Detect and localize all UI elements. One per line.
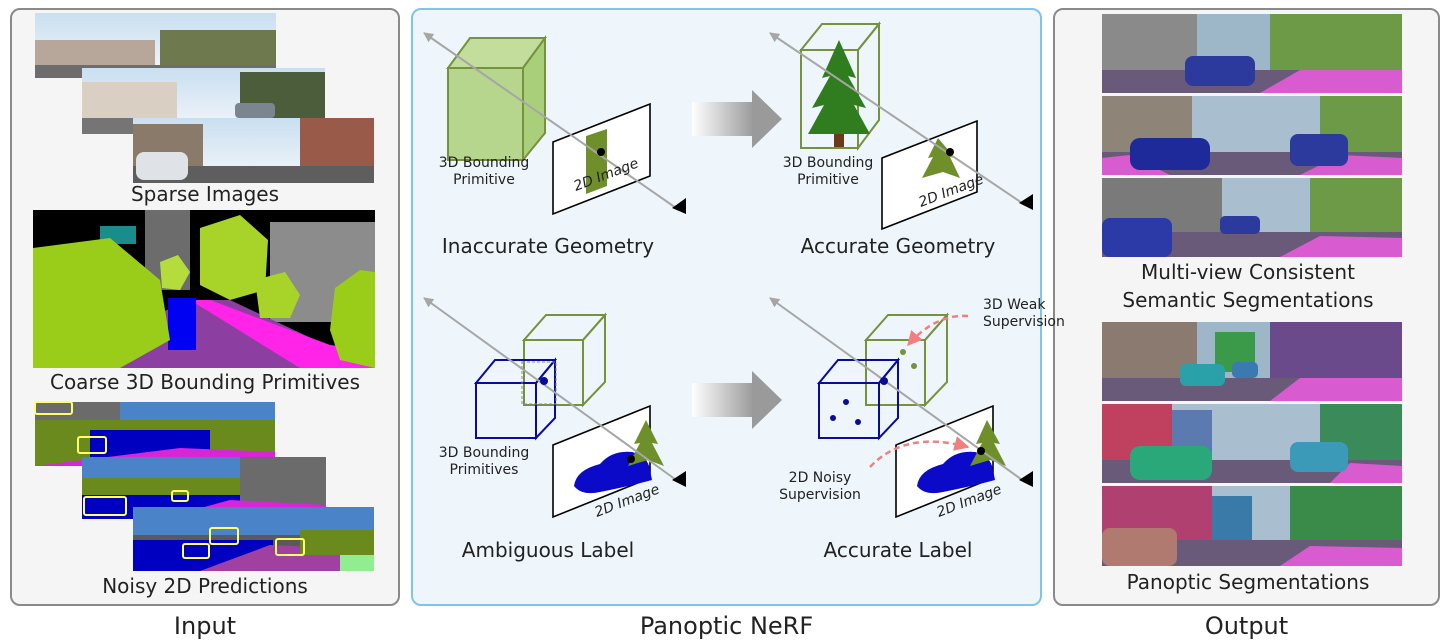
transition-arrow-bottom bbox=[692, 371, 782, 429]
ambiguous-label-caption: Ambiguous Label bbox=[461, 538, 635, 562]
sparse-image-3 bbox=[133, 118, 374, 183]
semantic-segmentation-2 bbox=[1102, 96, 1402, 175]
panoptic-segmentation-1 bbox=[1102, 322, 1402, 401]
coarse-primitives-image bbox=[33, 210, 375, 368]
output-title: Output bbox=[1204, 612, 1289, 640]
panoptic-segmentation-2 bbox=[1102, 404, 1402, 483]
ambiguous-label-diagram bbox=[423, 297, 686, 519]
noisy-prediction-3 bbox=[133, 507, 374, 571]
noisy-predictions-caption: Noisy 2D Predictions bbox=[102, 574, 308, 598]
semantic-segmentation-3 bbox=[1102, 178, 1402, 257]
bounding-primitives-label: 3D Bounding Primitives bbox=[438, 445, 530, 478]
bounding-primitive-label-2: 3D Bounding Primitive bbox=[782, 155, 874, 188]
inaccurate-geometry-diagram bbox=[423, 32, 686, 216]
semantic-segmentations-caption: Multi-view Consistent Semantic Segmentat… bbox=[1122, 260, 1374, 312]
noisy-supervision-label: 2D Noisy Supervision bbox=[779, 470, 861, 503]
accurate-label-caption: Accurate Label bbox=[823, 538, 973, 562]
inaccurate-geometry-caption: Inaccurate Geometry bbox=[441, 234, 655, 258]
semantic-segmentation-1 bbox=[1102, 14, 1402, 93]
bounding-primitive-label-1: 3D Bounding Primitive bbox=[438, 155, 530, 188]
accurate-geometry-diagram bbox=[769, 21, 1033, 231]
weak-supervision-label: 3D Weak Supervision bbox=[983, 297, 1065, 330]
input-title: Input bbox=[173, 612, 237, 640]
sparse-images-caption: Sparse Images bbox=[130, 182, 279, 206]
accurate-geometry-caption: Accurate Geometry bbox=[800, 234, 996, 258]
noisy-prediction-1 bbox=[34, 401, 275, 466]
transition-arrow-top bbox=[692, 90, 782, 148]
panoptic-segmentation-3 bbox=[1102, 486, 1402, 566]
panoptic-nerf-title: Panoptic NeRF bbox=[639, 612, 814, 640]
accurate-label-diagram bbox=[769, 297, 1033, 519]
coarse-primitives-caption: Coarse 3D Bounding Primitives bbox=[49, 370, 361, 394]
panoptic-segmentations-caption: Panoptic Segmentations bbox=[1126, 570, 1370, 594]
